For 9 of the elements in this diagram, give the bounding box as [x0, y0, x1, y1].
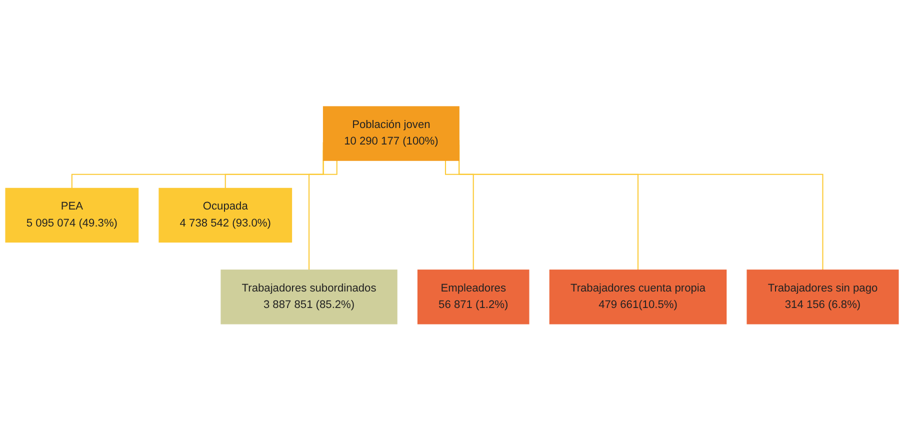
connector [444, 160, 474, 271]
node-box: PEA 5 095 074 (49.3%) [5, 188, 139, 243]
node-box: Trabajadores subordinados 3 887 851 (85.2%) [220, 270, 398, 325]
node-box: Trabajadores cuenta propia 479 661(10.5%) [549, 270, 727, 325]
node-box: Población joven 10 290 177 (100%) [322, 106, 460, 162]
node-box: Trabajadores sin pago 314 156 (6.8%) [746, 270, 899, 325]
node-box: Empleadores 56 871 (1.2%) [417, 270, 530, 325]
node-box: Ocupada 4 738 542 (93.0%) [158, 188, 292, 243]
connector [308, 160, 338, 271]
